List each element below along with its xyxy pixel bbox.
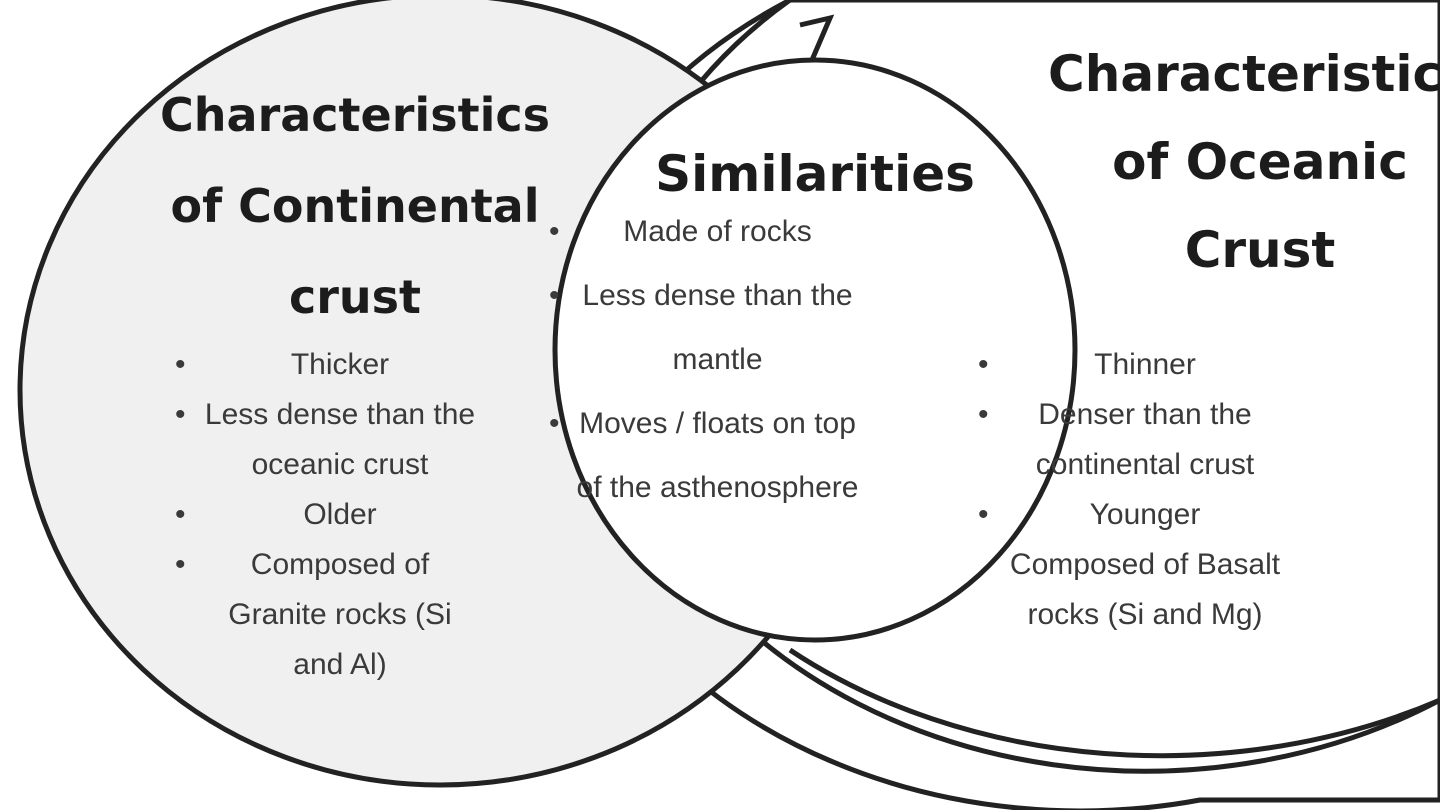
oceanic-title-line: Crust	[1184, 221, 1336, 279]
continental-title: Characteristics of Continental crust	[130, 70, 580, 343]
oceanic-circle-edge	[788, 647, 1440, 759]
list-item: Younger	[978, 490, 1285, 540]
list-item: Denser than the continental crust	[978, 390, 1285, 490]
top-hook-mark	[799, 14, 835, 61]
list-item: Made of rocks	[549, 200, 860, 264]
oceanic-title-line: Characteristics	[1048, 45, 1440, 103]
list-item: Composed of Basalt rocks (Si and Mg)	[1009, 548, 1281, 631]
similarities-title: Similarities	[655, 145, 975, 203]
oceanic-title-line: of Oceanic	[1112, 133, 1408, 191]
continental-title-line: Characteristics	[160, 88, 550, 142]
list-item: Less dense than the mantle	[549, 264, 860, 392]
list-item: Less dense than the oceanic crust	[175, 390, 480, 490]
list-item: Thicker	[175, 340, 480, 390]
list-item: Thinner	[978, 340, 1285, 390]
oceanic-list: Thinner Denser than the continental crus…	[978, 340, 1285, 640]
continental-list: Thicker Less dense than the oceanic crus…	[175, 340, 480, 690]
similarities-list: Made of rocks Less dense than the mantle…	[549, 200, 860, 520]
continental-title-line: of Continental	[170, 179, 540, 233]
oceanic-title: Characteristics of Oceanic Crust	[1000, 30, 1440, 294]
list-item: Composed of Granite rocks (Si and Al)	[175, 540, 480, 690]
list-item: Older	[175, 490, 480, 540]
list-item: Moves / floats on top of the asthenosphe…	[549, 392, 860, 520]
continental-title-line: crust	[288, 270, 422, 324]
